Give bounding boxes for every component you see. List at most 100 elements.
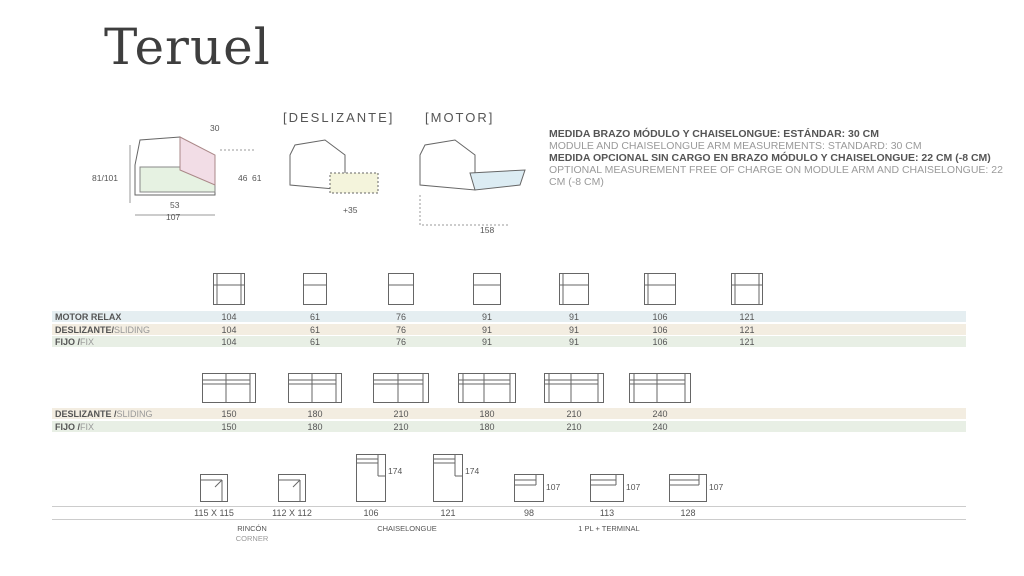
- sofa-icon: [288, 373, 342, 403]
- table-cell: 91: [568, 312, 579, 322]
- row-label-en: SLIDING: [114, 324, 151, 335]
- dim-seat-height: 46: [238, 173, 248, 183]
- depth-label: 174: [465, 466, 480, 476]
- module-icon: [388, 273, 414, 305]
- module-icon: [200, 474, 228, 502]
- page-title: Teruel: [104, 18, 271, 76]
- depth-label: 174: [388, 466, 403, 476]
- table-cell: 104: [221, 324, 237, 335]
- table-cell: 180: [307, 421, 323, 432]
- table-cell: 61: [309, 312, 320, 322]
- row-label: FIJO /FIX: [55, 336, 94, 348]
- info-standard-es: MEDIDA BRAZO MÓDULO Y CHAISELONGUE: ESTÁ…: [549, 128, 879, 140]
- module-icon: [559, 273, 589, 305]
- table-cell: 180: [479, 421, 495, 432]
- info-optional-en: OPTIONAL MEASUREMENT FREE OF CHARGE ON M…: [549, 164, 1003, 188]
- dim-arm-height: 61: [252, 173, 262, 183]
- module-icon: [433, 454, 463, 502]
- size-label: 115 X 115: [194, 508, 234, 518]
- dim-seat-depth: 53: [170, 200, 180, 210]
- table-cell: 210: [393, 409, 409, 419]
- row-label-en: SLIDING: [116, 409, 153, 419]
- module-icon: [514, 474, 544, 502]
- table-cell: 180: [479, 409, 495, 419]
- group-label-corner-en: CORNER: [235, 534, 269, 543]
- sliding-diagram: [289, 139, 379, 194]
- table-cell: 91: [481, 312, 492, 322]
- module-icon: [669, 474, 707, 502]
- motor-extended-depth: 158: [480, 225, 495, 235]
- size-label: 121: [440, 508, 456, 518]
- depth-label: 107: [626, 482, 641, 492]
- table-row: MOTOR RELAX 104 61 76 91 91 106 121: [52, 311, 966, 323]
- row-label: FIJO /FIX: [55, 421, 94, 433]
- table-cell: 76: [395, 312, 406, 322]
- info-optional-es: MEDIDA OPCIONAL SIN CARGO EN BRAZO MÓDUL…: [549, 152, 991, 164]
- size-label: 113: [599, 508, 615, 518]
- module-icon: [278, 474, 306, 502]
- depth-label: 107: [709, 482, 724, 492]
- row-label-es: MOTOR RELAX: [55, 312, 122, 322]
- dim-depth: 107: [166, 212, 181, 222]
- row-label: DESLIZANTE/SLIDING: [55, 324, 150, 336]
- sliding-extension: +35: [343, 205, 358, 215]
- size-label: 112 X 112: [272, 508, 312, 518]
- size-label: 98: [523, 508, 534, 518]
- table-cell: 150: [221, 421, 237, 432]
- sofa-icon: [202, 373, 256, 403]
- row-label-es: FIJO /: [55, 421, 81, 432]
- sofa-icon: [373, 373, 429, 403]
- module-icon: [590, 474, 624, 502]
- group-label-corner: RINCÓN: [237, 524, 267, 533]
- table-cell: 104: [221, 337, 237, 347]
- table-cell: 240: [652, 421, 668, 432]
- table-row: DESLIZANTE/SLIDING 104 61 76 91 91 106 121: [52, 323, 966, 336]
- table-cell: 76: [395, 337, 406, 347]
- motor-label: [MOTOR]: [425, 110, 495, 125]
- table-cell: 106: [652, 337, 668, 347]
- group-label-chaise: CHAISELONGUE: [377, 524, 437, 533]
- module-icon: [213, 273, 245, 305]
- row-label-es: FIJO /: [55, 337, 81, 347]
- row-label: MOTOR RELAX: [55, 311, 121, 323]
- sliding-label: [DESLIZANTE]: [283, 110, 395, 125]
- table-cell: 61: [309, 324, 320, 335]
- arm-measurement-info: MEDIDA BRAZO MÓDULO Y CHAISELONGUE: ESTÁ…: [549, 128, 1019, 188]
- sofa-icon: [544, 373, 604, 403]
- divider-bottom: [52, 519, 966, 520]
- table-cell: 121: [739, 337, 755, 347]
- table-cell: 91: [568, 337, 579, 347]
- table-cell: 210: [393, 421, 409, 432]
- table-cell: 121: [739, 312, 755, 322]
- table-cell: 210: [566, 409, 582, 419]
- table-cell: 104: [221, 312, 237, 322]
- dim-arm-width: 30: [210, 123, 220, 133]
- row-label-es: DESLIZANTE /: [55, 409, 117, 419]
- module-icon: [644, 273, 676, 305]
- sofa-icon: [458, 373, 516, 403]
- table-cell: 91: [568, 324, 579, 335]
- info-standard-en: MODULE AND CHAISELONGUE ARM MEASUREMENTS…: [549, 140, 922, 152]
- table-cell: 121: [739, 324, 755, 335]
- sofa-icon: [629, 373, 691, 403]
- table-cell: 106: [652, 312, 668, 322]
- table-row: FIJO /FIX 150 180 210 180 210 240: [52, 420, 966, 433]
- module-icon: [356, 454, 386, 502]
- module-dimension-diagram: [129, 136, 255, 216]
- size-label: 128: [680, 508, 696, 518]
- dim-height: 81/101: [92, 173, 118, 183]
- motor-diagram: [419, 139, 526, 226]
- row-label: DESLIZANTE /SLIDING: [55, 408, 153, 420]
- size-label: 106: [363, 508, 379, 518]
- table-cell: 91: [481, 324, 492, 335]
- table-cell: 76: [395, 324, 406, 335]
- module-icon: [303, 273, 327, 305]
- group-label-terminal: 1 PL + TERMINAL: [578, 524, 640, 533]
- depth-label: 107: [546, 482, 561, 492]
- table-cell: 180: [307, 409, 323, 419]
- module-icon: [731, 273, 763, 305]
- table-cell: 106: [652, 324, 668, 335]
- table-cell: 210: [566, 421, 582, 432]
